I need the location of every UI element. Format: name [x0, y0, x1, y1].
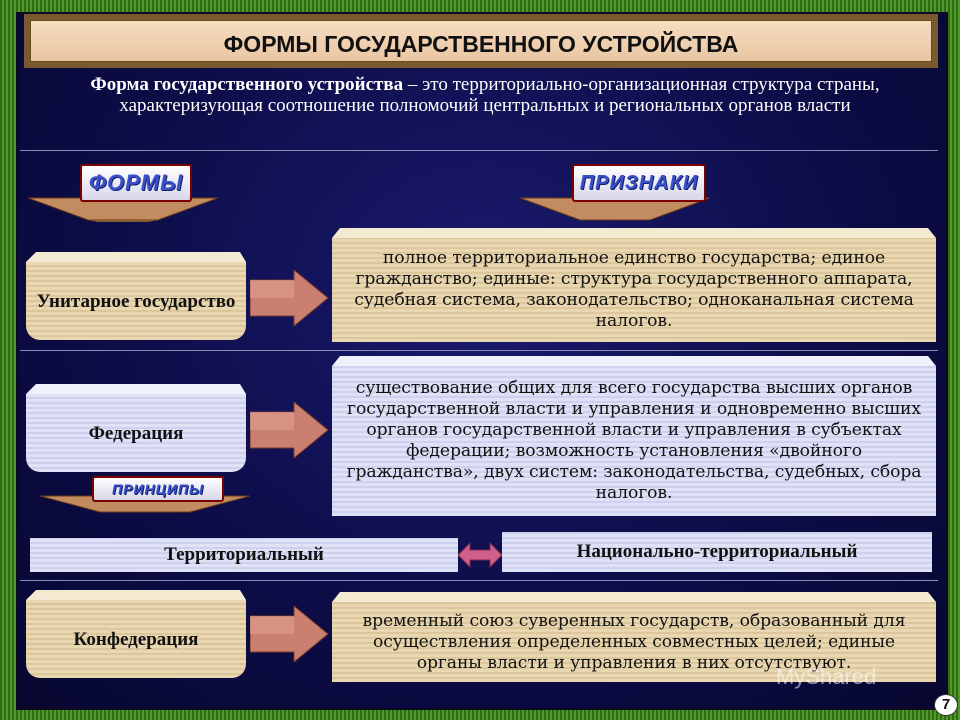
definition-text: Форма государственного устройства – это … — [60, 74, 910, 116]
arrow-right-icon — [250, 402, 329, 458]
form-label-unitary: Унитарное государство — [26, 252, 246, 340]
definition-term: Форма государственного устройства — [90, 74, 404, 95]
banner-forms-label: ФОРМЫ — [88, 170, 184, 195]
page-number-badge: 7 — [934, 694, 958, 716]
double-arrow-icon — [458, 541, 502, 569]
arrow-right-icon — [250, 606, 329, 662]
title-box: ФОРМЫ ГОСУДАРСТВЕННОГО УСТРОЙСТВА — [24, 14, 938, 68]
banner-forms: ФОРМЫ — [28, 162, 218, 222]
description-text: полное территориальное единство государс… — [354, 248, 914, 331]
form-description-unitary: полное территориальное единство государс… — [332, 228, 936, 342]
form-label-text: Федерация — [26, 394, 246, 472]
slide-title: ФОРМЫ ГОСУДАРСТВЕННОГО УСТРОЙСТВА — [223, 31, 739, 57]
description-text: существование общих для всего государств… — [346, 378, 922, 503]
banner-principles-label: ПРИНЦИПЫ — [112, 481, 204, 497]
divider — [20, 350, 938, 351]
form-label-confederation: Конфедерация — [26, 590, 246, 678]
banner-signs-label: ПРИЗНАКИ — [579, 171, 699, 194]
principle-territorial: Территориальный — [30, 538, 458, 572]
watermark: MyShared — [776, 664, 877, 689]
form-label-text: Унитарное государство — [26, 262, 246, 340]
form-label-federation: Федерация — [26, 384, 246, 472]
definition-body: – это территориально-организационная стр… — [119, 74, 880, 116]
arrow-right-icon — [250, 270, 329, 326]
form-label-text: Конфедерация — [26, 600, 246, 678]
divider — [20, 150, 938, 151]
banner-principles: ПРИНЦИПЫ — [40, 474, 250, 514]
divider — [20, 580, 938, 581]
form-description-federation: существование общих для всего государств… — [332, 356, 936, 516]
form-description-confederation: временный союз суверенных государств, об… — [332, 592, 936, 682]
banner-signs: ПРИЗНАКИ — [520, 162, 710, 222]
description-text: временный союз суверенных государств, об… — [362, 610, 906, 673]
principle-national-territorial: Национально-территориальный — [502, 532, 932, 572]
